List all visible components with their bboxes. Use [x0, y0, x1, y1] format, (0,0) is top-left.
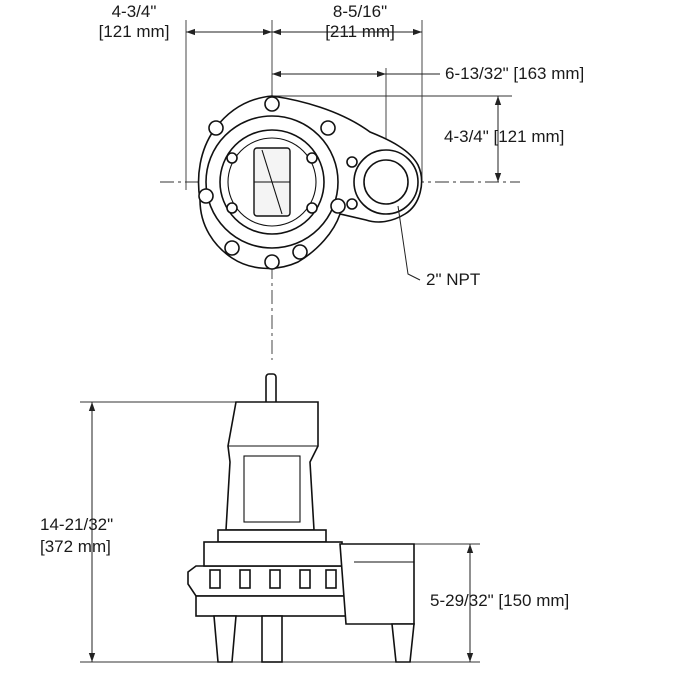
- flange-bolt: [209, 569, 221, 589]
- support-leg-left: [213, 615, 237, 663]
- flange-bolt: [269, 569, 281, 589]
- dim-left-inches: 4-3/4": [112, 2, 157, 21]
- pump-body-side: [187, 373, 415, 663]
- overall-height-mm: [372 mm]: [40, 537, 111, 556]
- discharge-bolt: [346, 198, 358, 210]
- top-view: 4-3/4" [121 mm] 8-5/16" [211 mm] 6-13/32…: [99, 2, 584, 360]
- volute-upper: [203, 541, 343, 567]
- flange-bolt: [239, 569, 251, 589]
- discharge-outlet: [363, 159, 409, 205]
- motor-cap-inner: [227, 137, 317, 227]
- pump-housing-top: [197, 95, 423, 270]
- dim-offset-label: 6-13/32" [163 mm]: [445, 64, 584, 83]
- flange-bolt: [325, 569, 337, 589]
- motor-flange-side: [217, 529, 327, 543]
- dim-height-label: 4-3/4" [121 mm]: [444, 127, 564, 146]
- bolt-boss: [264, 96, 280, 112]
- cover-bolt: [306, 202, 318, 214]
- discharge-housing: [339, 543, 415, 625]
- housing-rib: [243, 455, 301, 523]
- bolt-boss: [330, 198, 346, 214]
- dim-width-inches: 8-5/16": [333, 2, 387, 21]
- discharge-bolt: [346, 156, 358, 168]
- bolt-boss: [292, 244, 308, 260]
- cord-path: [261, 149, 283, 215]
- motor-housing: [225, 401, 319, 531]
- discharge-npt-label: 2" NPT: [426, 270, 480, 289]
- discharge-height-label: 5-29/32" [150 mm]: [430, 591, 569, 610]
- cover-bolt: [226, 202, 238, 214]
- cover-bolt: [226, 152, 238, 164]
- intake: [261, 615, 283, 663]
- side-view: 14-21/32" [372 mm] 5-29/32" [150 mm]: [40, 373, 569, 663]
- dim-left-mm: [121 mm]: [99, 22, 170, 41]
- bolt-boss: [224, 240, 240, 256]
- npt-leader: [397, 205, 421, 281]
- bolt-boss: [264, 254, 280, 270]
- support-leg-right: [391, 623, 415, 663]
- bolt-boss: [208, 120, 224, 136]
- dim-width-mm: [211 mm]: [325, 22, 395, 41]
- overall-height-inches: 14-21/32": [40, 515, 113, 534]
- volute-lower: [195, 595, 347, 617]
- cover-bolt: [306, 152, 318, 164]
- flange-bolt: [299, 569, 311, 589]
- bolt-boss: [198, 188, 214, 204]
- bolt-boss: [320, 120, 336, 136]
